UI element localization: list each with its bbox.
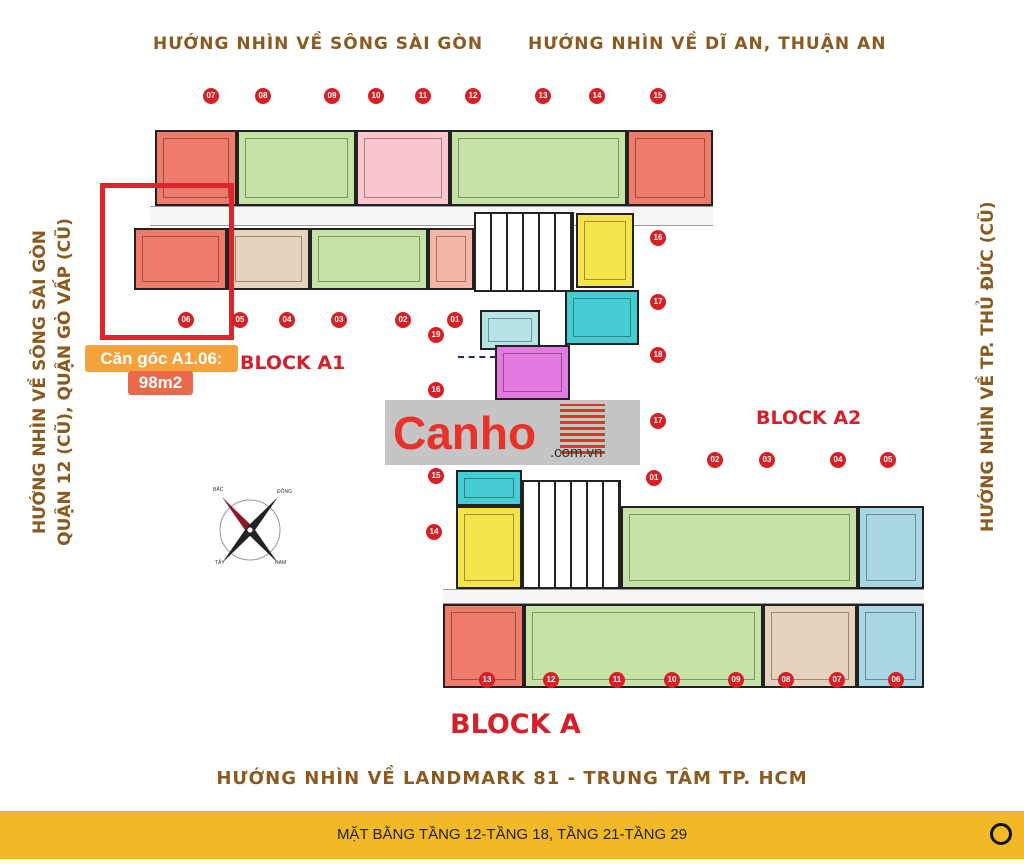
- core-a2: [522, 480, 621, 589]
- compass-icon: BẮC ĐÔNG TÂY NAM: [205, 485, 295, 575]
- unit-badge: 07: [829, 672, 845, 688]
- block-a1-label: BLOCK A1: [240, 352, 346, 374]
- compass-east: ĐÔNG: [277, 489, 292, 495]
- unit-badge: 19: [428, 327, 444, 343]
- heading-top-right: HƯỚNG NHÌN VỀ DĨ AN, THUẬN AN: [528, 34, 887, 54]
- unit-a2-14[interactable]: [456, 506, 522, 589]
- unit-badge: 03: [759, 452, 775, 468]
- unit-badge: 06: [178, 312, 194, 328]
- compass-north: BẮC: [213, 487, 224, 493]
- compass-west: TÂY: [215, 560, 225, 566]
- unit-badge: 09: [324, 88, 340, 104]
- unit-badge: 08: [778, 672, 794, 688]
- unit-badge: 10: [368, 88, 384, 104]
- footer-caption: MẶT BẰNG TẦNG 12-TẦNG 18, TẦNG 21-TẦNG 2…: [336, 826, 688, 843]
- unit-badge: 13: [535, 88, 551, 104]
- heading-left-line1: HƯỚNG NHÌN VỀ SÔNG SÀI GÒN: [30, 229, 50, 535]
- unit-a1-06[interactable]: [134, 228, 227, 290]
- unit-badge: 05: [880, 452, 896, 468]
- unit-badge: 10: [664, 672, 680, 688]
- unit-badge: 04: [830, 452, 846, 468]
- unit-badge: 09: [728, 672, 744, 688]
- watermark-domain: .com.vn: [550, 444, 603, 461]
- unit-badge: 12: [465, 88, 481, 104]
- unit-a1-07[interactable]: [155, 130, 237, 206]
- logo-icon: [990, 823, 1012, 845]
- unit-a2-01-04[interactable]: [621, 506, 858, 589]
- compass-south: NAM: [275, 560, 287, 566]
- unit-badge: 16: [650, 230, 666, 246]
- unit-a2-08-07[interactable]: [763, 604, 857, 688]
- unit-badge: 16: [428, 382, 444, 398]
- unit-a1-10-11[interactable]: [356, 130, 450, 206]
- unit-badge: 12: [543, 672, 559, 688]
- unit-a1-05-04[interactable]: [227, 228, 310, 290]
- unit-badge: 11: [609, 672, 625, 688]
- footer-bar: MẶT BẰNG TẦNG 12-TẦNG 18, TẦNG 21-TẦNG 2…: [0, 811, 1024, 859]
- heading-left-line2: QUẬN 12 (CŨ), QUẬN GÒ VẤP (CŨ): [55, 218, 75, 546]
- unit-a2-05[interactable]: [858, 506, 924, 589]
- unit-a1-15[interactable]: [627, 130, 713, 206]
- unit-badge: 04: [279, 312, 295, 328]
- unit-a1-12-14[interactable]: [450, 130, 627, 206]
- unit-badge: 14: [589, 88, 605, 104]
- heading-bottom: HƯỚNG NHÌN VỀ LANDMARK 81 - TRUNG TÂM TP…: [216, 768, 808, 789]
- unit-a1-18[interactable]: [495, 345, 570, 400]
- unit-badge: 01: [447, 312, 463, 328]
- corridor-a2: [443, 589, 924, 604]
- unit-badge: 07: [203, 88, 219, 104]
- unit-badge: 15: [428, 468, 444, 484]
- unit-badge: 17: [650, 294, 666, 310]
- unit-a1-19[interactable]: [480, 310, 540, 350]
- unit-badge: 08: [255, 88, 271, 104]
- heading-right: HƯỚNG NHÌN VỀ TP. THỦ ĐỨC (CŨ): [978, 201, 998, 532]
- watermark-building-icon: [560, 404, 605, 454]
- unit-a1-16[interactable]: [576, 213, 634, 288]
- unit-badge: 18: [650, 347, 666, 363]
- core-a1: [474, 212, 574, 292]
- unit-a2-12-09[interactable]: [524, 604, 763, 688]
- unit-badge: 05: [232, 312, 248, 328]
- unit-badge: 02: [707, 452, 723, 468]
- highlight-label-1: Căn góc A1.06:: [85, 345, 238, 372]
- unit-badge: 14: [426, 524, 442, 540]
- watermark: Canho .com.vn: [385, 400, 640, 465]
- unit-badge: 15: [650, 88, 666, 104]
- unit-badge: 17: [650, 413, 666, 429]
- highlight-box: [100, 183, 234, 340]
- unit-badge: 01: [646, 470, 662, 486]
- unit-a1-03-02[interactable]: [310, 228, 428, 290]
- unit-a1-08-09[interactable]: [237, 130, 356, 206]
- unit-badge: 03: [331, 312, 347, 328]
- unit-a1-01[interactable]: [428, 228, 474, 290]
- unit-badge: 11: [415, 88, 431, 104]
- connector-line: [458, 356, 496, 358]
- unit-a2-15[interactable]: [456, 470, 522, 506]
- watermark-brand: Canho: [393, 407, 537, 459]
- unit-a1-17[interactable]: [565, 290, 639, 345]
- block-a-label: BLOCK A: [450, 709, 581, 740]
- unit-badge: 06: [888, 672, 904, 688]
- unit-badge: 13: [479, 672, 495, 688]
- heading-top-left: HƯỚNG NHÌN VỀ SÔNG SÀI GÒN: [153, 34, 484, 54]
- block-a2-label: BLOCK A2: [756, 407, 862, 429]
- highlight-label-2: 98m2: [128, 371, 193, 395]
- unit-badge: 02: [395, 312, 411, 328]
